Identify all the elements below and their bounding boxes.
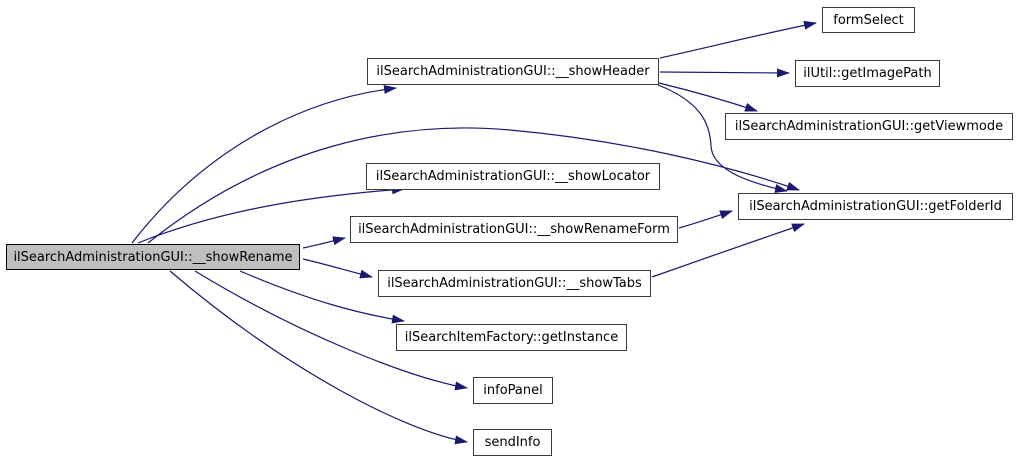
edge-showheader-getfolderid (657, 84, 788, 193)
edge-showrename-showlocator (137, 185, 405, 244)
node-show-tabs[interactable]: ilSearchAdministrationGUI::__showTabs (378, 270, 651, 297)
node-form-select[interactable]: formSelect (822, 7, 915, 33)
node-send-info[interactable]: sendInfo (473, 429, 552, 456)
edge-showtabs-getfolderid (651, 223, 805, 278)
node-show-rename: ilSearchAdministrationGUI::__showRename (6, 244, 300, 270)
node-get-folder-id[interactable]: ilSearchAdministrationGUI::getFolderId (738, 193, 1013, 220)
edge-showrename-getfolderid (147, 127, 800, 244)
edge-showrename-getinstance (239, 270, 405, 324)
edge-showrename-showrenameform (302, 236, 346, 249)
node-get-viewmode[interactable]: ilSearchAdministrationGUI::getViewmode (725, 113, 1013, 140)
node-get-instance[interactable]: ilSearchItemFactory::getInstance (396, 324, 627, 351)
node-get-image-path[interactable]: ilUtil::getImagePath (795, 60, 940, 87)
edge-showrename-showtabs (302, 258, 373, 279)
edge-showrename-showheader (131, 84, 397, 244)
node-show-locator[interactable]: ilSearchAdministrationGUI::__showLocator (366, 163, 660, 190)
edge-showrenameform-getfolderid (678, 210, 733, 229)
edge-showrename-sendinfo (169, 270, 468, 445)
node-info-panel[interactable]: infoPanel (473, 377, 553, 404)
edge-showheader-getviewmode (658, 82, 758, 112)
node-show-rename-form[interactable]: ilSearchAdministrationGUI::__showRenameF… (350, 216, 678, 243)
edge-showheader-formselect (659, 20, 817, 59)
node-show-header[interactable]: ilSearchAdministrationGUI::__showHeader (367, 58, 659, 85)
edge-showrename-infopanel (194, 270, 468, 391)
edge-showheader-getimagepath (659, 68, 790, 78)
